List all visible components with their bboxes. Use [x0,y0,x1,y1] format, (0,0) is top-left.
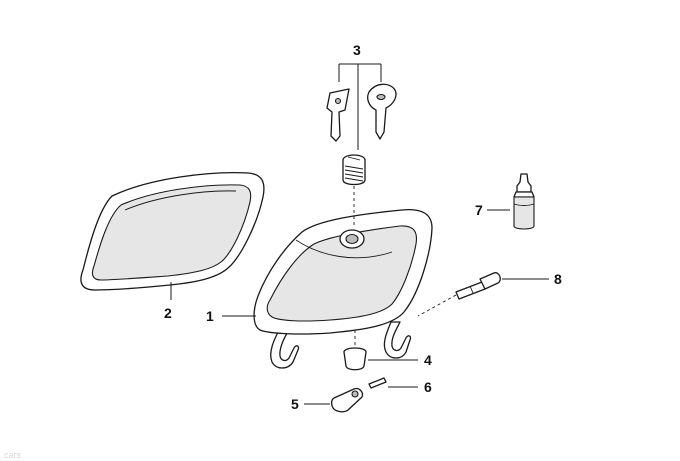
callout-6: 6 [424,379,432,395]
watermark: cars [4,450,22,460]
part-4-sleeve [343,347,367,371]
leader-lines [170,63,549,405]
part-7-bottle [513,173,535,230]
part-3-keys-cylinder [326,83,397,186]
callout-2: 2 [164,305,172,321]
part-6-small-pin [368,377,387,389]
callout-1: 1 [206,308,214,324]
callout-3: 3 [353,42,361,58]
part-8-pin [455,272,501,300]
callout-7: 7 [475,202,483,218]
callout-8: 8 [554,271,562,287]
part-1-lid [253,208,433,369]
callout-5: 5 [291,396,299,412]
part-2-frame-seal [80,172,265,291]
callout-4: 4 [424,352,432,368]
part-5-latch [330,387,364,413]
